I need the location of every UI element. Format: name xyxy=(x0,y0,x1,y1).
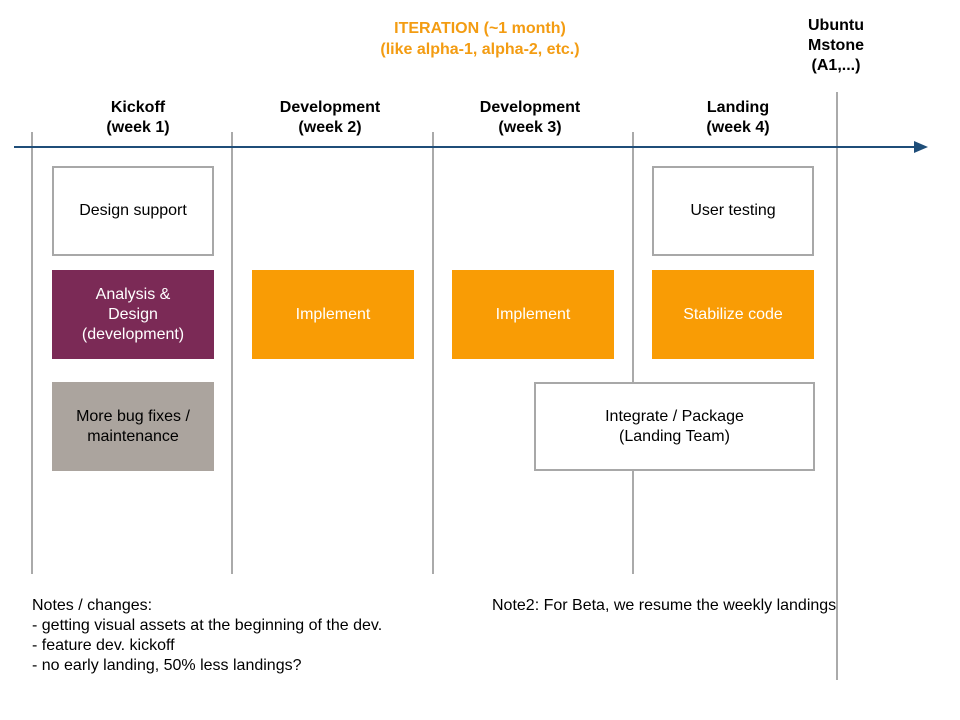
iteration-title-text: ITERATION (~1 month) xyxy=(394,20,566,37)
note2: Note2: For Beta, we resume the weekly la… xyxy=(492,596,912,616)
user-testing-box: User testing xyxy=(652,166,814,256)
analysis-design-line-2: Design xyxy=(108,305,158,323)
analysis-design-line-3: (development) xyxy=(81,325,185,343)
phase-name: Development xyxy=(279,99,381,116)
analysis-design-line-1: Analysis & xyxy=(95,285,171,303)
analysis-design-box: Analysis & Design (development) xyxy=(52,270,214,359)
timeline-arrow-icon xyxy=(914,141,928,153)
integrate-package-line-2: (Landing Team) xyxy=(619,427,730,445)
bug-fixes-box: More bug fixes / maintenance xyxy=(52,382,214,471)
phase-kickoff: Kickoff (week 1) xyxy=(38,98,238,138)
user-testing-label: User testing xyxy=(690,202,776,219)
milestone-line-3: (A1,...) xyxy=(811,57,861,74)
iteration-subtitle-text: (like alpha-1, alpha-2, etc.) xyxy=(380,41,580,58)
notes-block: Notes / changes: - getting visual assets… xyxy=(32,596,472,676)
notes-item: - getting visual assets at the beginning… xyxy=(32,617,383,634)
phase-landing: Landing (week 4) xyxy=(638,98,838,138)
milestone-label: Ubuntu Mstone (A1,...) xyxy=(776,16,896,76)
design-support-label: Design support xyxy=(79,202,187,219)
stabilize-code-box: Stabilize code xyxy=(652,270,814,359)
phase-week: (week 2) xyxy=(298,119,362,136)
phase-week: (week 4) xyxy=(706,119,770,136)
stabilize-code-label: Stabilize code xyxy=(683,305,783,323)
phase-name: Landing xyxy=(706,99,770,116)
milestone-line-2: Mstone xyxy=(808,37,864,54)
milestone-line-1: Ubuntu xyxy=(808,17,864,34)
notes-item: - feature dev. kickoff xyxy=(32,637,175,654)
note2-text: Note2: For Beta, we resume the weekly la… xyxy=(492,597,837,614)
phase-week: (week 1) xyxy=(106,119,170,136)
design-support-box: Design support xyxy=(52,166,214,256)
phase-name: Development xyxy=(479,99,581,116)
notes-item: - no early landing, 50% less landings? xyxy=(32,657,302,674)
timeline-axis xyxy=(14,146,918,148)
phase-week: (week 3) xyxy=(498,119,562,136)
phase-development-week3: Development (week 3) xyxy=(430,98,630,138)
iteration-title: ITERATION (~1 month) (like alpha-1, alph… xyxy=(280,18,680,60)
phase-development-week2: Development (week 2) xyxy=(230,98,430,138)
implement-week2-label: Implement xyxy=(295,305,371,323)
integrate-package-line-1: Integrate / Package xyxy=(605,407,744,425)
bug-fixes-line-1: More bug fixes / xyxy=(76,407,190,425)
week-divider-1 xyxy=(31,132,33,574)
week-divider-3 xyxy=(432,132,434,574)
milestone-line xyxy=(836,92,838,680)
notes-heading: Notes / changes: xyxy=(32,597,153,614)
week-divider-2 xyxy=(231,132,233,574)
implement-week3-label: Implement xyxy=(495,305,571,323)
bug-fixes-line-2: maintenance xyxy=(87,427,179,445)
implement-week3-box: Implement xyxy=(452,270,614,359)
implement-week2-box: Implement xyxy=(252,270,414,359)
phase-name: Kickoff xyxy=(110,99,166,116)
integrate-package-box: Integrate / Package (Landing Team) xyxy=(534,382,815,471)
week-divider-4 xyxy=(632,132,634,574)
